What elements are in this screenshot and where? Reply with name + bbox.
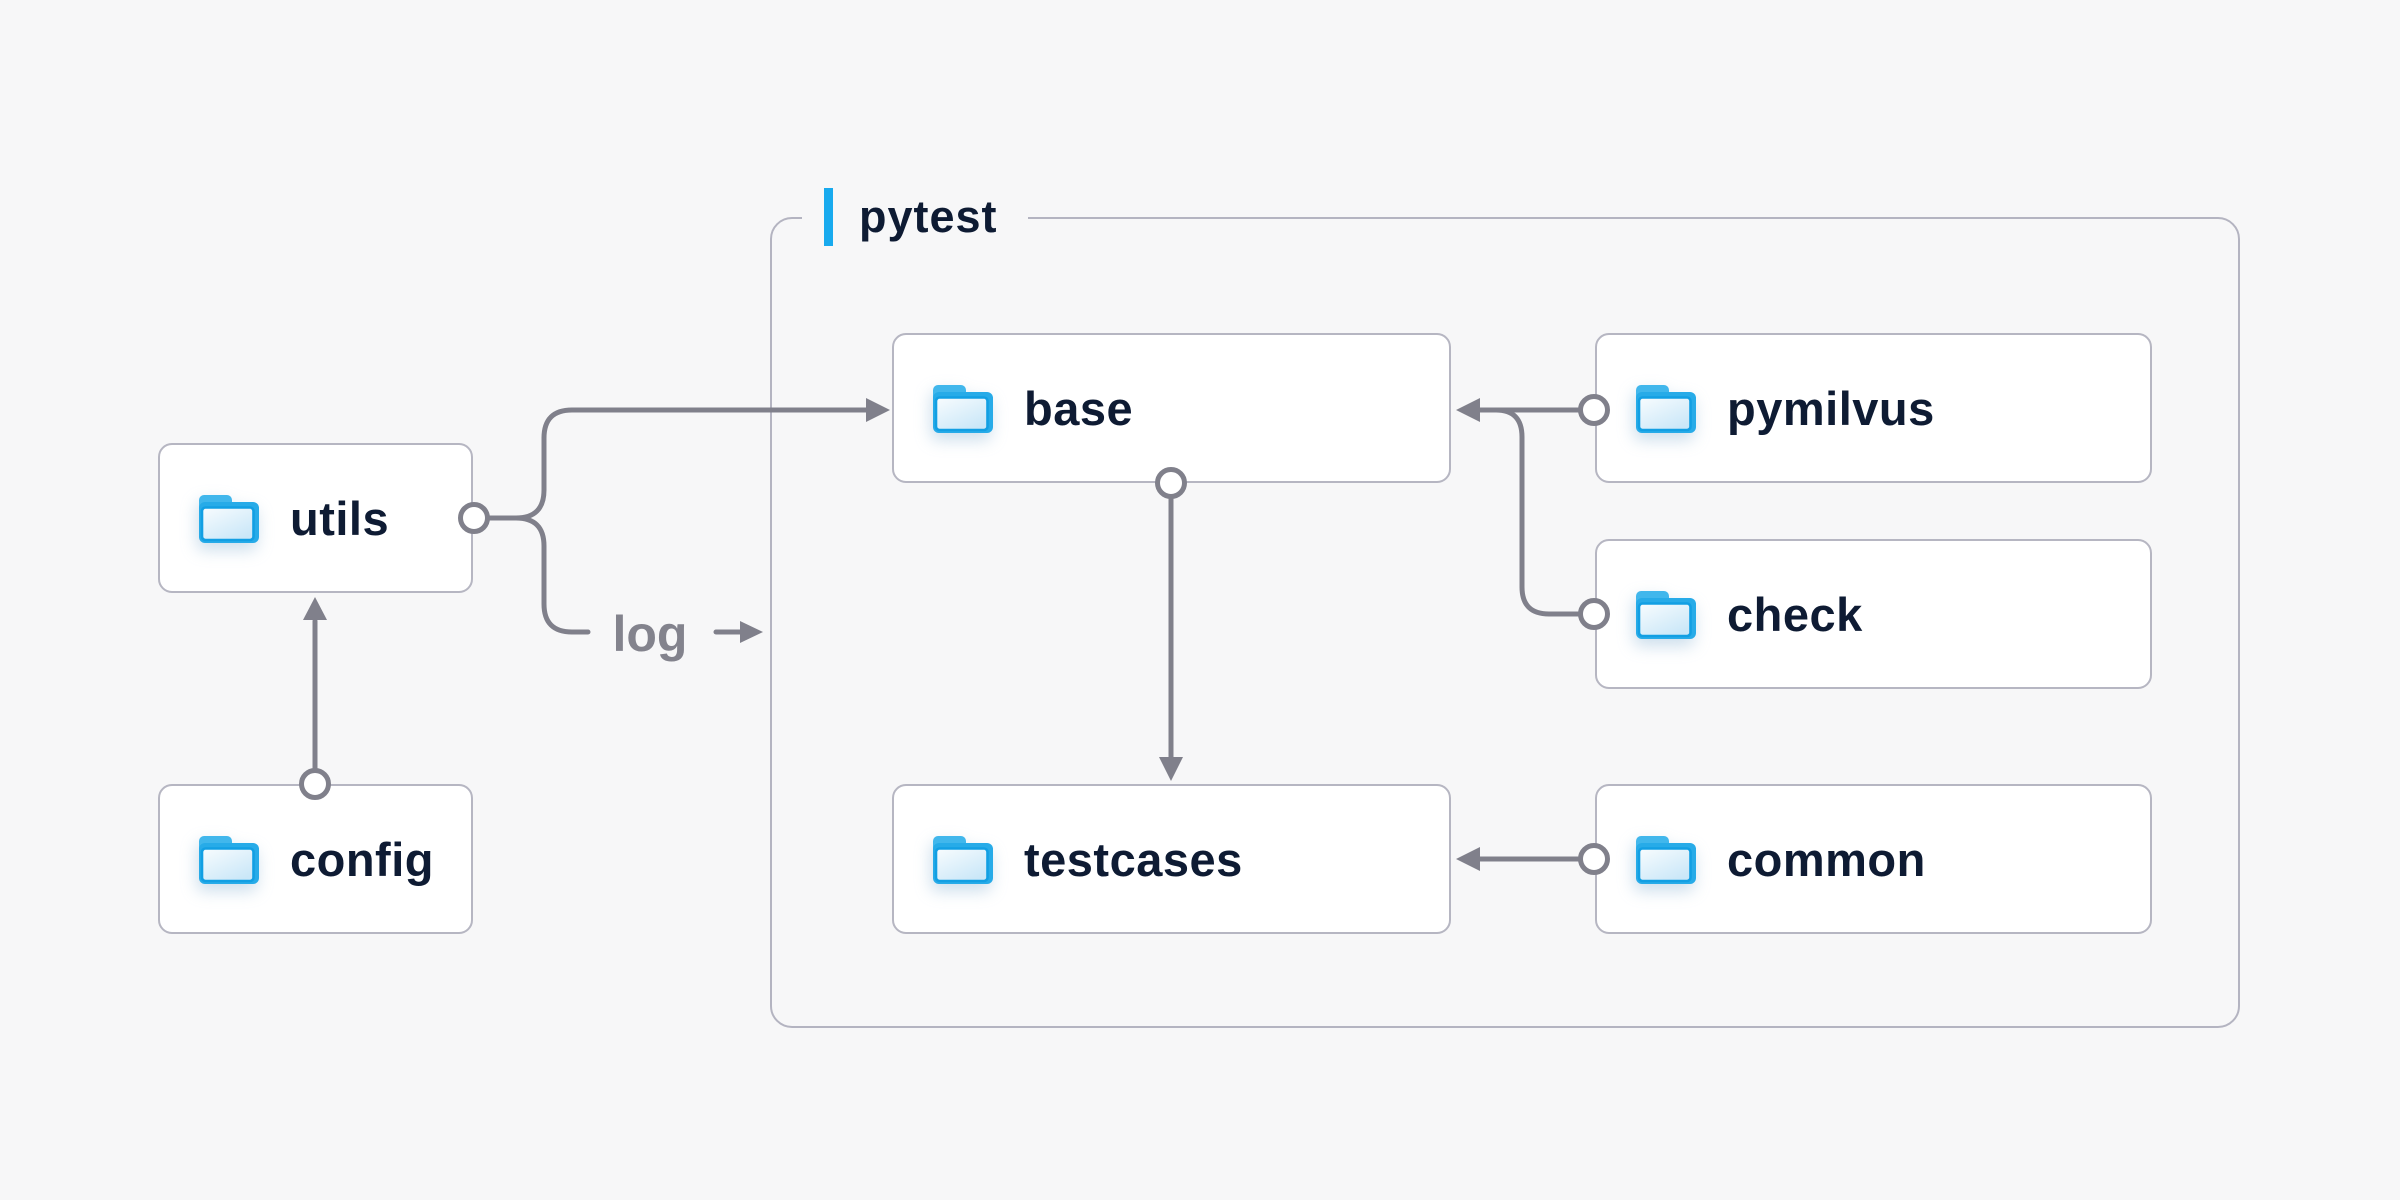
node-config: config [158, 784, 473, 934]
node-label: testcases [1024, 832, 1243, 886]
node-base: base [892, 333, 1451, 483]
folder-icon [199, 494, 259, 543]
folder-icon [1636, 384, 1696, 433]
node-label: pymilvus [1727, 381, 1935, 435]
node-common: common [1595, 784, 2152, 934]
node-label: utils [290, 491, 390, 545]
node-check: check [1595, 539, 2152, 689]
log-label: log [613, 606, 688, 662]
pytest-group-label: pytest [802, 182, 1028, 252]
node-label: base [1024, 381, 1134, 435]
folder-icon [199, 835, 259, 884]
node-testcases: testcases [892, 784, 1451, 934]
edge-config-utils [303, 597, 327, 772]
folder-icon [933, 835, 993, 884]
node-pymilvus: pymilvus [1595, 333, 2152, 483]
node-utils: utils [158, 443, 473, 593]
pytest-group-label-text: pytest [859, 191, 998, 242]
folder-icon [933, 384, 993, 433]
accent-bar [824, 188, 833, 246]
node-label: config [290, 832, 434, 886]
edge-utils-log: log [513, 515, 763, 662]
folder-icon [1636, 835, 1696, 884]
pytest-group-outline [770, 217, 2240, 1028]
node-label: common [1727, 832, 1926, 886]
folder-icon [1636, 590, 1696, 639]
node-label: check [1727, 587, 1863, 641]
